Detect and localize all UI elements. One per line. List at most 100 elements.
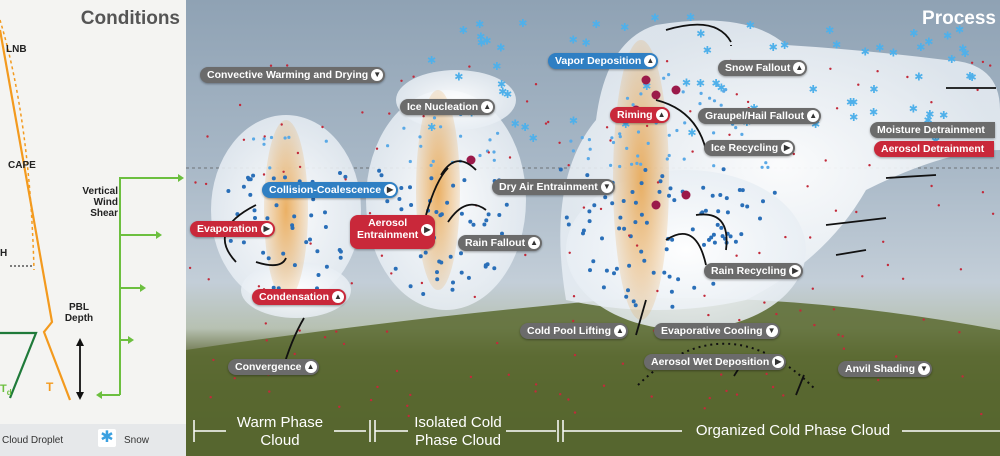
droplet xyxy=(651,270,656,275)
snowflake-icon: ✱ xyxy=(769,41,778,54)
graupel-particle xyxy=(651,200,661,210)
right-arrow-icon: ▶ xyxy=(384,184,397,196)
droplet xyxy=(292,214,297,219)
droplet xyxy=(459,211,464,216)
droplet xyxy=(437,259,442,264)
aerosol-particle xyxy=(656,181,660,184)
droplet xyxy=(386,144,390,148)
aerosol-particle xyxy=(507,373,510,376)
aerosol-particle xyxy=(834,209,838,212)
legend-cloud-droplet: Cloud Droplet xyxy=(2,435,64,446)
droplet xyxy=(761,199,765,204)
aerosol-particle xyxy=(691,150,694,153)
droplet xyxy=(700,210,705,215)
droplet xyxy=(399,207,404,212)
droplet xyxy=(740,188,745,193)
droplet xyxy=(558,167,563,172)
aerosol-particle xyxy=(628,234,631,237)
droplet xyxy=(683,121,687,125)
snowflake-icon: ✱ xyxy=(459,24,468,37)
droplet xyxy=(718,193,723,197)
snowflake-icon: ✱ xyxy=(825,24,834,37)
aerosol-particle xyxy=(298,329,301,332)
aerosol-particle xyxy=(621,362,625,365)
right-arrow-icon: ▶ xyxy=(772,356,785,368)
snowflake-icon: ✱ xyxy=(569,115,578,128)
aerosol-particle xyxy=(361,111,364,114)
droplet xyxy=(408,284,413,289)
droplet xyxy=(451,280,455,285)
droplet xyxy=(702,242,706,247)
aerosol-particle xyxy=(961,375,964,378)
droplet xyxy=(241,184,246,189)
droplet xyxy=(675,128,679,133)
droplet xyxy=(601,285,606,290)
down-arrow-icon: ▼ xyxy=(600,181,613,193)
droplet xyxy=(266,256,271,261)
droplet xyxy=(716,83,720,87)
droplet xyxy=(626,288,630,293)
droplet xyxy=(712,99,717,103)
aerosol-particle xyxy=(573,353,577,357)
droplet xyxy=(228,238,233,243)
snowflake-icon: ✱ xyxy=(889,46,898,59)
droplet xyxy=(720,234,725,239)
snowflake-icon: ✱ xyxy=(924,114,933,127)
aerosol-particle xyxy=(286,64,289,67)
process-evaporation: Evaporation▶ xyxy=(190,221,275,237)
phase-organized-label: Organized Cold Phase Cloud xyxy=(695,422,891,439)
snowflake-icon: ✱ xyxy=(849,96,858,109)
aerosol-particle xyxy=(937,204,940,207)
snowflake-icon: ✱ xyxy=(454,71,463,84)
graupel-particle xyxy=(651,90,661,100)
aerosol-particle xyxy=(895,355,898,358)
droplet xyxy=(338,249,343,254)
droplet xyxy=(721,167,726,172)
droplet xyxy=(459,270,464,275)
process-snow-fallout: Snow Fallout▲ xyxy=(718,60,808,76)
aerosol-particle xyxy=(930,184,933,188)
droplet xyxy=(604,268,609,273)
droplet xyxy=(618,132,622,136)
vertical-wind-shear-label: Vertical Wind Shear xyxy=(82,186,118,219)
snowflake-icon: ✱ xyxy=(811,118,820,131)
droplet xyxy=(283,175,287,180)
droplet xyxy=(603,195,608,200)
droplet xyxy=(630,162,634,166)
droplet xyxy=(290,223,295,228)
droplet xyxy=(630,190,635,194)
aerosol-particle xyxy=(728,133,731,136)
droplet xyxy=(772,190,777,195)
droplet xyxy=(667,133,671,137)
aerosol-particle xyxy=(602,384,606,387)
droplet xyxy=(745,204,750,209)
snowflake-icon: ✱ xyxy=(518,17,527,30)
aerosol-particle xyxy=(735,393,739,396)
aerosol-particle xyxy=(212,358,215,362)
droplet xyxy=(571,149,575,153)
droplet xyxy=(737,188,742,192)
droplet xyxy=(722,89,726,93)
aerosol-particle xyxy=(720,373,723,376)
snowflake-icon: ✱ xyxy=(569,33,578,46)
graupel-particle xyxy=(641,75,651,85)
droplet xyxy=(429,163,433,167)
aerosol-particle xyxy=(976,88,979,92)
droplet xyxy=(627,263,632,268)
droplet xyxy=(644,220,649,225)
droplet xyxy=(633,303,638,308)
process-scene: ✱✱✱✱✱✱✱✱✱✱✱✱✱✱✱✱✱✱✱✱✱✱✱✱✱✱✱✱✱✱✱✱✱✱✱✱✱✱✱✱… xyxy=(186,0,1000,456)
droplet xyxy=(670,304,675,309)
droplet xyxy=(710,193,715,198)
aerosol-particle xyxy=(855,210,858,214)
aerosol-particle xyxy=(868,164,871,167)
right-arrow-icon: ▶ xyxy=(789,265,802,277)
aerosol-particle xyxy=(534,83,538,86)
aerosol-particle xyxy=(922,318,925,321)
aerosol-particle xyxy=(738,318,741,322)
droplet xyxy=(724,196,729,201)
droplet xyxy=(633,200,638,205)
snowflake-icon: ✱ xyxy=(529,132,538,145)
droplet xyxy=(624,294,629,299)
aerosol-particle xyxy=(238,103,242,107)
